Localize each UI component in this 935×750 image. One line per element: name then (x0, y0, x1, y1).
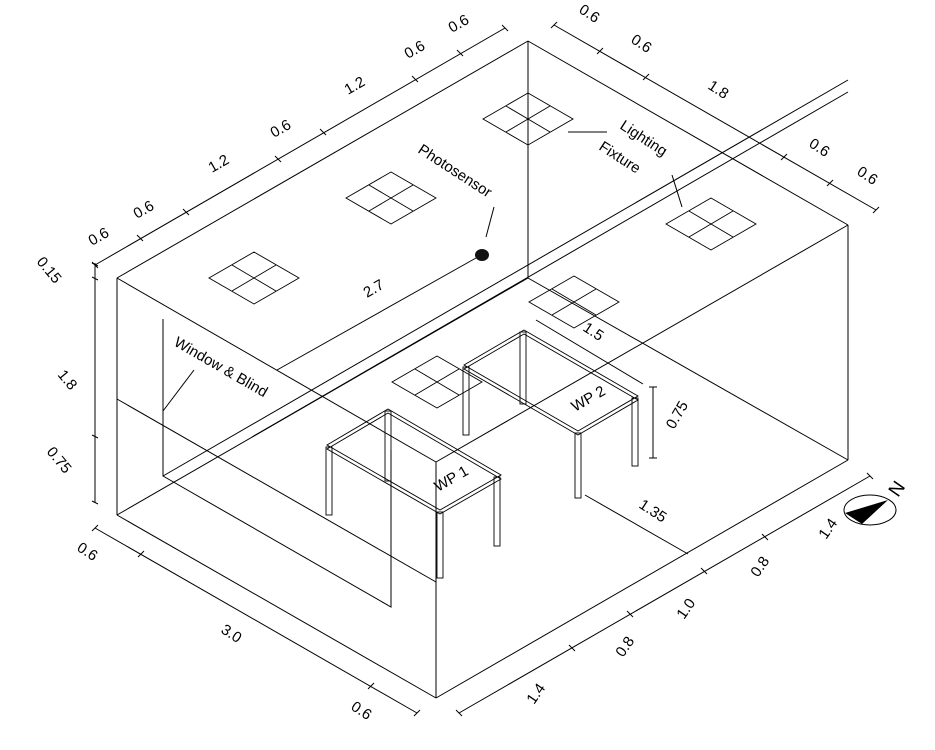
wp2-leg (574, 432, 582, 499)
dim-label: 1.8 (54, 367, 80, 394)
dim-label: 0.6 (131, 197, 158, 222)
floor-edge-back-right (527, 277, 849, 461)
dim-label: 0.8 (612, 633, 638, 660)
dim-label: 0.6 (576, 1, 603, 27)
dim-label: 0.6 (402, 37, 429, 62)
ceiling-edge-front-right (435, 224, 849, 463)
window-frame (162, 319, 392, 608)
dim-label: 0.6 (806, 135, 833, 161)
wp-height-dim: 0.75 (663, 398, 692, 432)
lighting-fixture-1 (208, 251, 300, 305)
dim-label: 0.6 (268, 116, 295, 141)
lighting-fixture-6 (391, 355, 483, 409)
sensor-distance-line (276, 257, 477, 371)
north-arrow-icon (845, 500, 888, 524)
north-arrow-circle (843, 494, 897, 526)
dim-label: 0.6 (446, 11, 473, 36)
wp2-to-wall-dim: 1.35 (636, 496, 670, 526)
floor-edge-right (435, 459, 849, 699)
sensor-distance-label: 2.7 (361, 276, 388, 301)
photosensor-leader (485, 206, 495, 238)
dim-label: 1.4 (523, 680, 549, 707)
wp2-leg (631, 397, 639, 467)
wp1-leg (436, 511, 444, 579)
lighting-fixture-4 (665, 197, 757, 251)
wp1-leg (325, 446, 333, 516)
dim-label: 3.0 (218, 621, 245, 647)
wp1-leg (493, 476, 501, 547)
wp2-top-lower (463, 333, 639, 436)
dim-label: 0.6 (348, 698, 375, 724)
ceiling-edge-left (116, 40, 529, 279)
dim-left-vertical: 0.15 1.8 0.75 (33, 254, 99, 505)
dim-line (94, 527, 418, 714)
lighting-fixture-5 (528, 275, 620, 329)
window-leader (162, 369, 195, 412)
dim-ticks (455, 472, 874, 717)
dim-label: 0.6 (854, 163, 881, 189)
dim-line (94, 27, 506, 266)
north-label: N (885, 478, 910, 501)
dim-label: 1.4 (815, 515, 841, 542)
dim-line (458, 475, 871, 714)
ceiling-edge-right (527, 40, 849, 226)
wp2-leg (462, 366, 470, 436)
photosensor-icon (475, 249, 489, 261)
wp1-top-lower (326, 412, 502, 515)
dim-label: 0.8 (747, 553, 773, 580)
wp2-top (463, 329, 639, 432)
dim-label: 0.6 (86, 224, 113, 249)
dim-ticks (91, 524, 421, 717)
dim-label: 1.2 (206, 151, 233, 176)
wp1-label: WP 1 (432, 463, 472, 496)
ceiling-edge-front-left (116, 277, 437, 463)
dim-label: 0.6 (74, 539, 101, 565)
north-arrow: N (843, 478, 910, 526)
dim-top-right: 0.6 0.6 1.8 0.6 0.6 (550, 1, 881, 214)
wp2-to-wall-dim-line (584, 494, 689, 555)
wp2-label: WP 2 (569, 383, 609, 416)
dim-label: 1.0 (673, 595, 699, 622)
dim-ticks (91, 262, 99, 505)
room-box (116, 40, 849, 699)
dim-bottom-left: 0.6 3.0 0.6 (74, 524, 421, 724)
wp1-leg (384, 410, 392, 482)
floor-edge-left (116, 514, 437, 699)
wp1-top (326, 408, 502, 511)
dim-label: 0.6 (628, 31, 655, 57)
guide-line-b (162, 79, 849, 477)
floor-guide-lines (116, 79, 849, 583)
dim-ticks (550, 21, 880, 214)
dim-label: 1.2 (342, 73, 369, 98)
fixture-to-wp2-dim-line (535, 319, 644, 385)
lighting-fixture-3 (482, 92, 574, 146)
guide-line-a (116, 398, 437, 583)
dim-label: 0.15 (33, 254, 65, 287)
workplane-2: WP 2 (462, 329, 639, 499)
wp2-leg (519, 331, 527, 405)
window: Window & Blind (162, 319, 392, 608)
lighting-fixture-2 (345, 171, 437, 225)
dim-line (553, 24, 877, 211)
fixture-to-wp2-dim: 1.5 (580, 319, 607, 345)
dim-label: 1.8 (705, 77, 732, 103)
window-label: Window & Blind (171, 334, 270, 401)
workplane-1: WP 1 (325, 408, 502, 579)
dim-top-left: 0.6 0.6 1.2 0.6 1.2 0.6 0.6 (86, 11, 509, 269)
dim-label: 0.75 (43, 444, 75, 477)
guide-line-c (251, 91, 849, 438)
